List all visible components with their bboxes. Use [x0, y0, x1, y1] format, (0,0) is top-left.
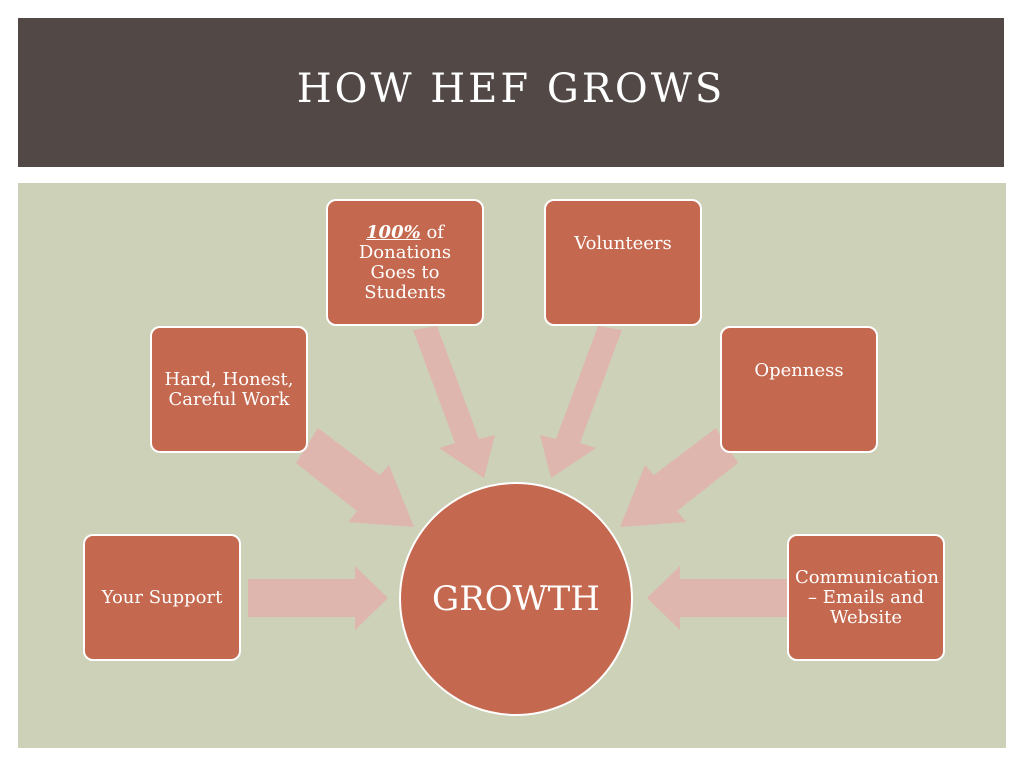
center-label: GROWTH	[432, 579, 600, 619]
node-hard-honest-careful-work: Hard, Honest, Careful Work	[150, 326, 308, 453]
node-communication: Communication – Emails and Website	[787, 534, 945, 661]
arrow-communication	[647, 566, 787, 630]
arrow-donations	[413, 326, 495, 478]
node-label-rest: of Donations Goes to Students	[358, 221, 452, 303]
arrow-volunteers	[540, 326, 622, 478]
node-openness: Openness	[720, 326, 878, 453]
node-donations: 100% of Donations Goes to Students	[326, 199, 484, 326]
node-emphasis: 100%	[366, 221, 421, 243]
node-your-support: Your Support	[83, 534, 241, 661]
node-label: Your Support	[101, 586, 223, 608]
node-label: Volunteers	[574, 233, 672, 254]
arrow-hard-honest-careful-work	[296, 428, 414, 527]
slide-title: HOW HEF GROWS	[296, 65, 726, 112]
node-volunteers: Volunteers	[544, 199, 702, 326]
node-label: Hard, Honest, Careful Work	[164, 368, 294, 410]
node-label: Openness	[754, 360, 844, 381]
arrow-your-support	[248, 566, 388, 630]
center-growth-circle: GROWTH	[399, 482, 633, 716]
arrow-openness	[620, 428, 738, 527]
node-label: Communication – Emails and Website	[795, 566, 939, 628]
node-label: 100% of Donations Goes to Students	[334, 221, 476, 303]
title-bar: HOW HEF GROWS	[18, 18, 1004, 167]
